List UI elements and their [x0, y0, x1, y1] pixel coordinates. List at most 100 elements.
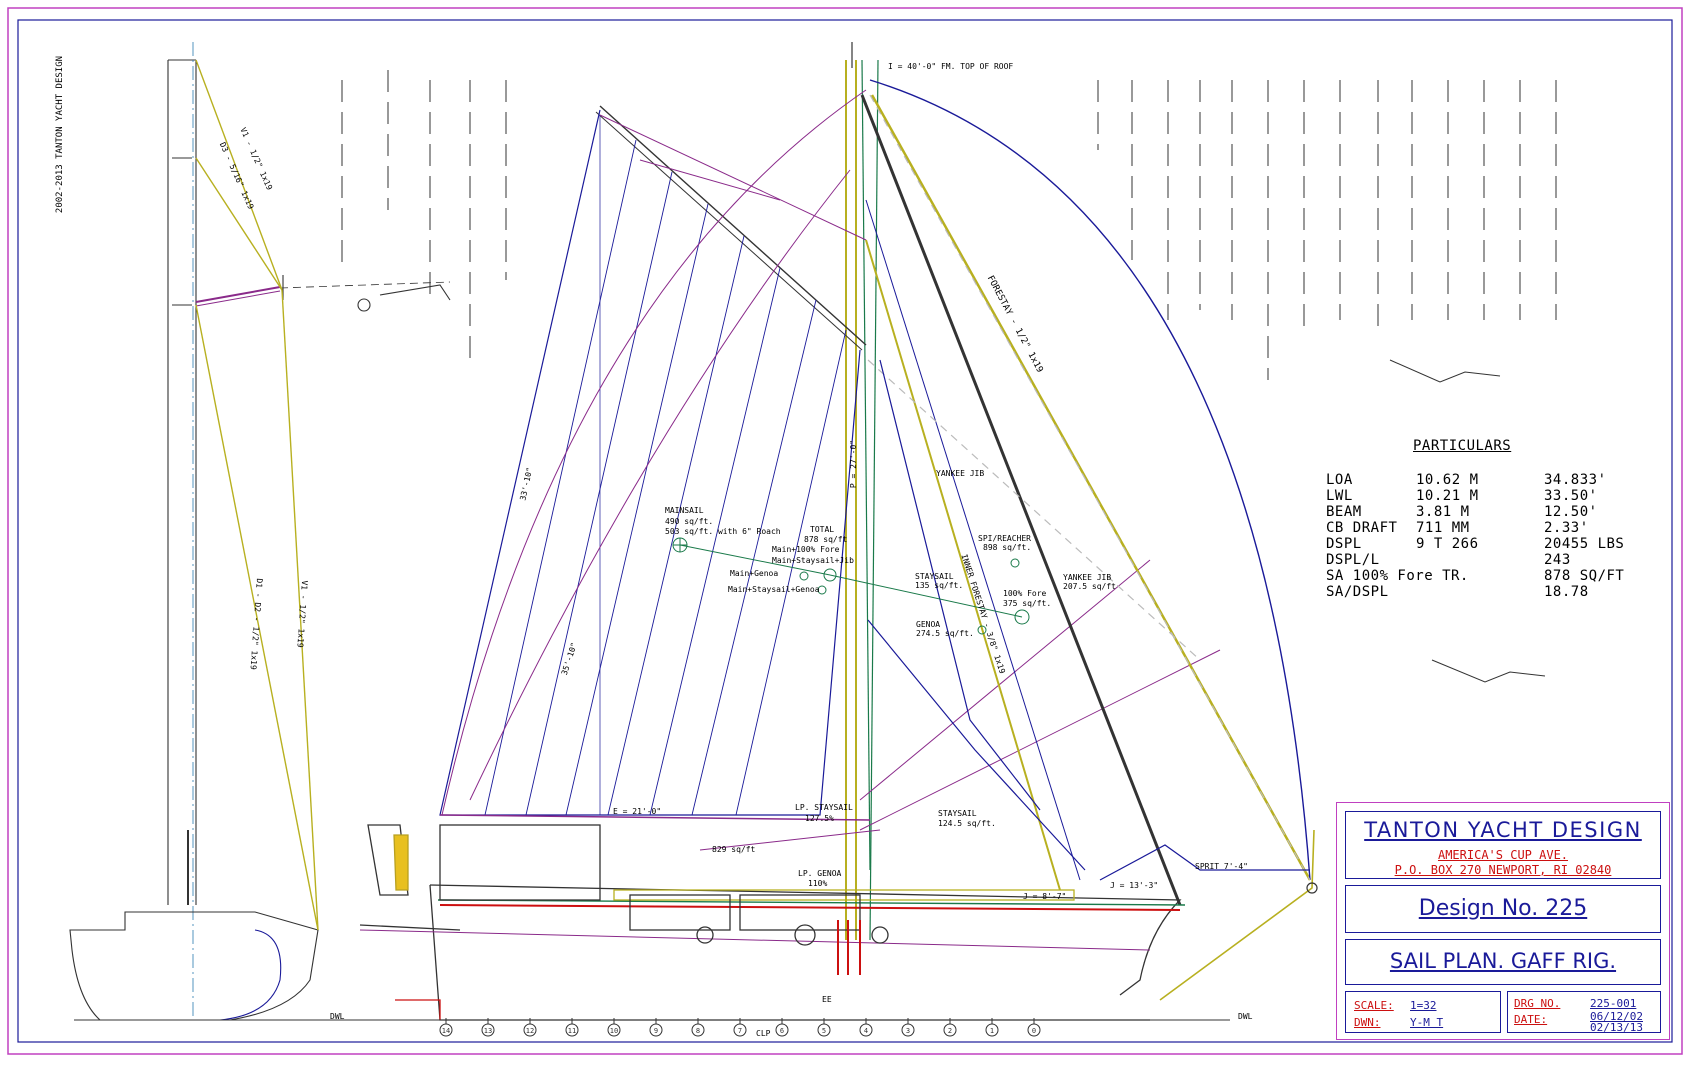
particulars-label: LWL [1326, 488, 1353, 504]
copyright-text: 2002-2013 TANTON YACHT DESIGN [55, 55, 66, 214]
particulars-imperial: 20455 LBS [1544, 536, 1625, 552]
particulars-label: DSPL/L [1326, 552, 1380, 568]
outer-border [7, 7, 1683, 1055]
staysail-upper-area: 135 sq/ft. [915, 581, 964, 590]
particulars-metric: 711 MM [1416, 520, 1470, 536]
station-number: 2 [948, 1027, 952, 1035]
genoa-label: GENOA [916, 620, 941, 629]
mainsail-area2: 503 sq/ft. with 6" Roach [665, 527, 781, 536]
design-box: Design No. 225 [1345, 885, 1661, 933]
sprit-label: SPRIT 7'-4" [1195, 862, 1248, 871]
particulars-label: DSPL [1326, 536, 1362, 552]
station-number: 9 [654, 1027, 658, 1035]
particulars-label: BEAM [1326, 504, 1362, 520]
design-number: Design No. 225 [1418, 896, 1588, 921]
j-label: J = 8'-7" [1023, 892, 1067, 901]
particulars-imperial: 243 [1544, 552, 1571, 568]
lp-genoa-pct: 110% [808, 879, 828, 888]
station-number: 14 [442, 1027, 450, 1035]
staysail-lower-label: STAYSAIL [938, 809, 977, 818]
mainsail-label: MAINSAIL [665, 506, 704, 515]
wave-marks [1389, 359, 1546, 683]
station-number: 8 [696, 1027, 700, 1035]
dwn-label: DWN: [1354, 1016, 1381, 1029]
particulars-label: CB DRAFT [1326, 520, 1398, 536]
lp-genoa-label: LP. GENOA [798, 869, 842, 878]
yankee-jib2-area: 207.5 sq/ft [1063, 582, 1116, 591]
yankee-jib2-label: YANKEE JIB [1063, 573, 1112, 582]
firm-name: TANTON YACHT DESIGN [1364, 818, 1642, 842]
genoa-area: 274.5 sq/ft. [916, 629, 974, 638]
mast-section-shrouds [195, 59, 319, 931]
particulars-metric: 10.62 M [1416, 472, 1479, 488]
particulars-imperial: 2.33' [1544, 520, 1589, 536]
clp-label: CLP [756, 1029, 771, 1038]
total-label: TOTAL [810, 525, 835, 534]
top-of-roof-label: I = 40'-0" FM. TOP OF ROOF [888, 62, 1014, 71]
inner-border [17, 19, 1673, 1043]
station-number: 7 [738, 1027, 742, 1035]
address-line-1: AMERICA'S CUP AVE. [1437, 848, 1569, 862]
drawing-number-box: DRG NO. 225-001 DATE: 06/12/02 02/13/13 [1507, 991, 1661, 1033]
spi-reacher-label: SPI/REACHER [978, 534, 1031, 543]
particulars-imperial: 34.833' [1544, 472, 1607, 488]
date-label: DATE: [1514, 1013, 1548, 1026]
mast-section-view [69, 42, 451, 1021]
particulars-imperial: 878 SQ/FT [1544, 568, 1625, 584]
station-number: 13 [484, 1027, 492, 1035]
firm-box: TANTON YACHT DESIGN AMERICA'S CUP AVE. P… [1345, 811, 1661, 879]
mainsail-area1: 490 sq/ft. [665, 517, 714, 526]
rig-lines [439, 42, 1318, 1001]
staysail-lower-area: 124.5 sq/ft. [938, 819, 996, 828]
station-number: 6 [780, 1027, 784, 1035]
particulars-label: LOA [1326, 472, 1353, 488]
title-block: TANTON YACHT DESIGN AMERICA'S CUP AVE. P… [1336, 802, 1670, 1040]
particulars-imperial: 12.50' [1544, 504, 1598, 520]
sheet-title: SAIL PLAN. GAFF RIG. [1389, 949, 1617, 973]
ee-label: EE [822, 995, 832, 1004]
particulars-label: SA/DSPL [1326, 584, 1389, 600]
lp-staysail-pct: 127.5% [805, 814, 834, 823]
fore100-label: 100% Fore [1003, 589, 1047, 598]
boom-e-label: E = 21'-0" [613, 807, 662, 816]
station-number: 5 [822, 1027, 826, 1035]
station-number: 3 [906, 1027, 910, 1035]
particulars-metric: 10.21 M [1416, 488, 1479, 504]
spi-reacher-area: 898 sq/ft. [983, 543, 1032, 552]
station-number: 10 [610, 1027, 618, 1035]
main-fore-label: Main+100% Fore [772, 545, 840, 554]
sheet-title-box: SAIL PLAN. GAFF RIG. [1345, 939, 1661, 985]
address-line-2: P.O. BOX 270 NEWPORT, RI 02840 [1394, 863, 1612, 877]
lp-staysail-label: LP. STAYSAIL [795, 803, 853, 812]
yankee-jib-label: YANKEE JIB [936, 469, 985, 478]
station-number: 11 [568, 1027, 576, 1035]
area-829-label: 829 sq/ft [712, 845, 756, 854]
j2-label: J = 13'-3" [1110, 881, 1159, 890]
drg-label: DRG NO. [1514, 997, 1561, 1010]
main-staysail-jib-label: Main+Staysail+Jib [772, 556, 854, 565]
construction-dash-lines [341, 70, 1557, 380]
dwn-value: Y-M T [1410, 1016, 1444, 1029]
particulars-metric: 9 T 266 [1416, 536, 1479, 552]
station-number: 4 [864, 1027, 868, 1035]
fore100-area: 375 sq/ft. [1003, 599, 1052, 608]
scale-box: SCALE: 1=32 DWN: Y-M T [1345, 991, 1501, 1033]
particulars-metric: 3.81 M [1416, 504, 1470, 520]
date-1: 06/12/02 [1590, 1010, 1643, 1023]
staysail-upper-label: STAYSAIL [915, 572, 954, 581]
p-height-label: P = 27'-0" [849, 439, 859, 489]
scale-value: 1=32 [1410, 999, 1437, 1012]
station-number: 0 [1032, 1027, 1036, 1035]
dwl-left-label: DWL [330, 1012, 345, 1021]
main-genoa-label: Main+Genoa [730, 569, 779, 578]
station-number: 1 [990, 1027, 994, 1035]
total-area: 878 sq/ft [804, 535, 848, 544]
date-2: 02/13/13 [1590, 1021, 1643, 1034]
station-number: 12 [526, 1027, 534, 1035]
particulars-imperial: 18.78 [1544, 584, 1589, 600]
dwl-right-label: DWL [1238, 1012, 1253, 1021]
